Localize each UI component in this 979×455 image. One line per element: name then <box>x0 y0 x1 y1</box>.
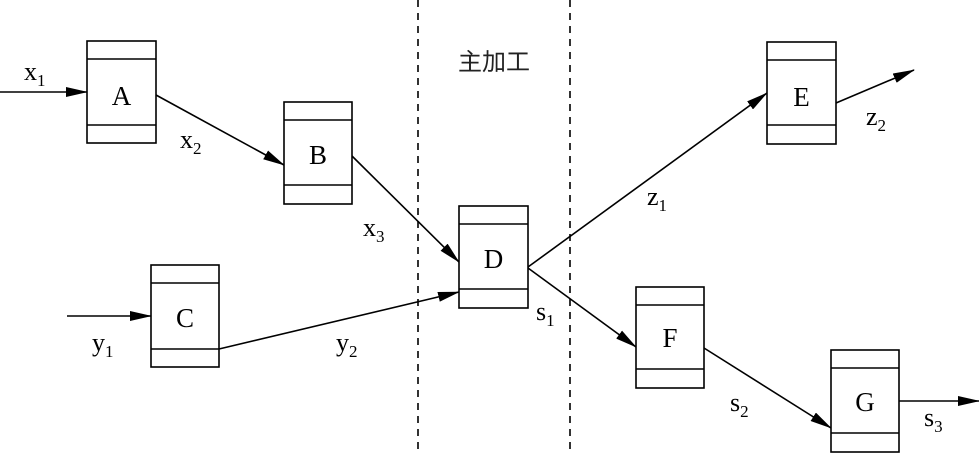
process-node-d-label: D <box>484 244 504 274</box>
flow-z1-arrow <box>527 92 768 268</box>
process-node-c-label: C <box>176 303 194 333</box>
flow-x3-arrow <box>351 155 460 263</box>
flow-s3-label: s3 <box>924 403 943 436</box>
flow-x2-arrow <box>155 94 285 166</box>
flow-s2-label: s2 <box>730 388 749 421</box>
flow-x3-label: x3 <box>363 213 385 246</box>
main-processing-title: 主加工 <box>458 48 530 76</box>
process-node-f: F <box>635 286 705 389</box>
process-node-f-label: F <box>662 323 677 353</box>
process-node-a: A <box>86 40 157 144</box>
flow-y2-label: y2 <box>336 328 358 361</box>
flow-y1-label: y1 <box>92 328 114 361</box>
flow-s1-label: s1 <box>536 297 555 330</box>
process-node-b: B <box>283 101 353 205</box>
flow-z1-label: z1 <box>647 182 667 215</box>
process-node-g: G <box>830 349 900 453</box>
process-node-b-label: B <box>309 140 327 170</box>
flow-x2-label: x2 <box>180 125 202 158</box>
flow-s2-arrow <box>703 347 832 429</box>
process-node-e: E <box>766 41 837 145</box>
flow-z2-arrow <box>835 69 915 104</box>
flow-s1-arrow <box>527 267 637 348</box>
flow-x1-label: x1 <box>24 57 46 90</box>
process-node-e-label: E <box>793 82 810 112</box>
process-node-g-label: G <box>855 387 875 417</box>
process-node-d: D <box>458 205 529 309</box>
process-node-a-label: A <box>112 81 132 111</box>
process-node-c: C <box>150 264 220 368</box>
flow-z2-label: z2 <box>866 102 886 135</box>
flow-y2-arrow <box>218 291 460 350</box>
